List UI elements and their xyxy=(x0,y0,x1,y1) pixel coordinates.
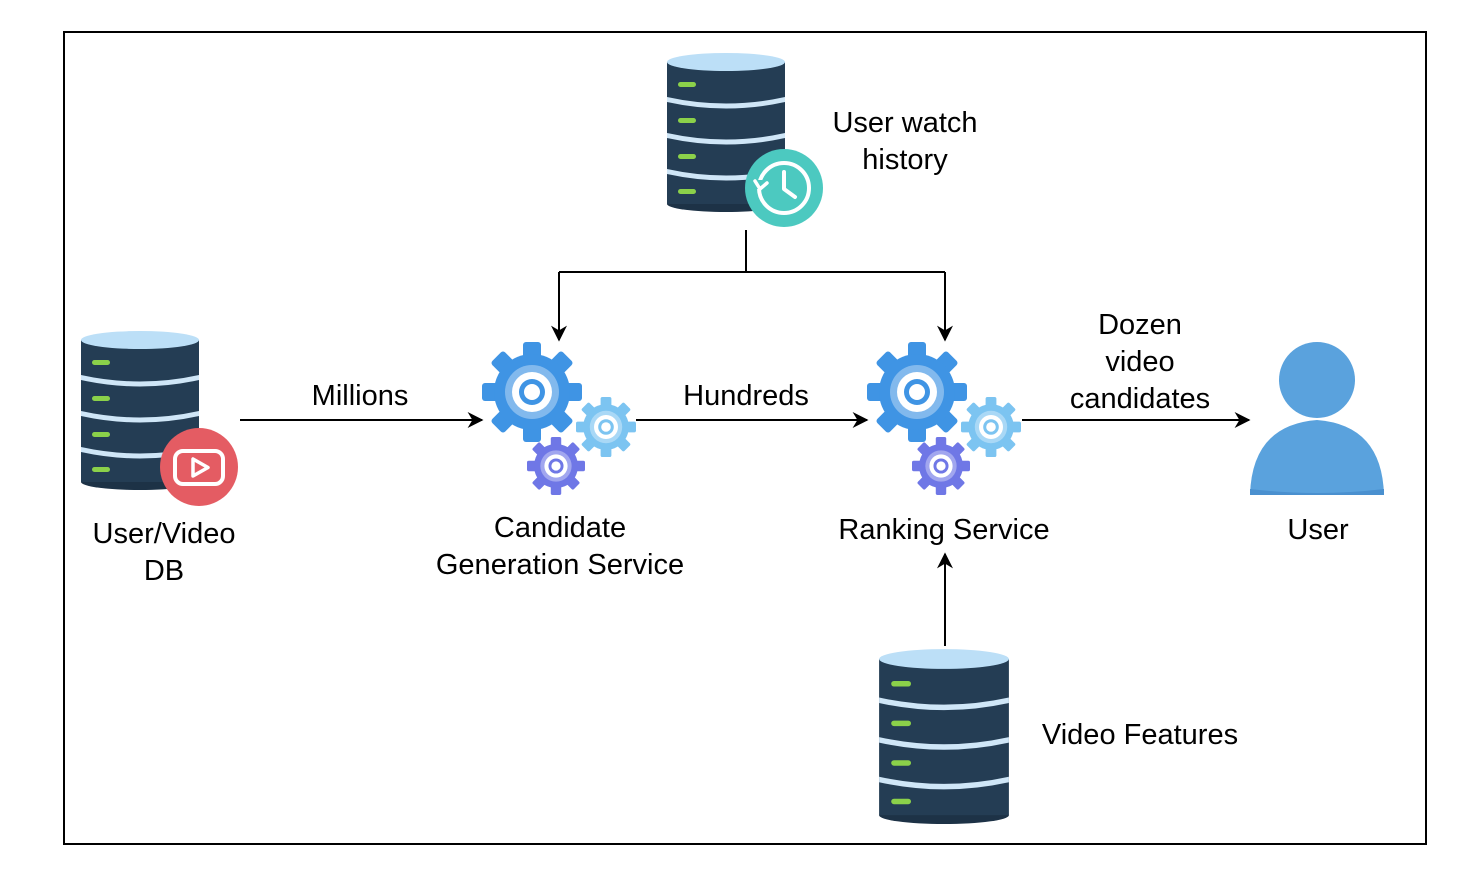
edge-label-millions: Millions xyxy=(311,380,409,412)
edge-label-hundreds: Hundreds xyxy=(683,380,809,412)
user-video-db-label-line1: User/Video xyxy=(92,518,236,550)
user-video-db-label-line2: DB xyxy=(143,555,185,587)
watch-history-label-line2: history xyxy=(862,144,948,176)
candidate-gears-icon xyxy=(482,342,636,495)
watch-history-label-line1: User watch xyxy=(832,107,978,139)
database-video-icon xyxy=(81,331,238,506)
edge-history-split xyxy=(559,230,945,273)
candidate-generation-label: Candidate Generation Service xyxy=(436,510,684,584)
video-features-label: Video Features xyxy=(1041,719,1239,751)
user-label: User xyxy=(1287,514,1349,546)
candidate-generation-label-line1: Candidate xyxy=(493,512,627,544)
database-history-icon xyxy=(667,53,823,227)
edge-label-dozen-line2: video xyxy=(1105,346,1175,378)
diagram-frame xyxy=(63,31,1427,845)
user-video-db-label: User/Video DB xyxy=(93,516,236,590)
watch-history-label: User watch history xyxy=(832,105,977,179)
edge-label-dozen-line1: Dozen xyxy=(1098,309,1182,341)
edge-label-dozen-line3: candidates xyxy=(1069,383,1211,415)
database-features-icon xyxy=(879,649,1009,824)
user-icon xyxy=(1250,342,1384,495)
candidate-generation-label-line2: Generation Service xyxy=(435,549,685,581)
edge-label-dozen-candidates: Dozen video candidates xyxy=(1070,307,1210,418)
ranking-gears-icon xyxy=(867,342,1021,495)
ranking-service-label: Ranking Service xyxy=(838,514,1050,546)
